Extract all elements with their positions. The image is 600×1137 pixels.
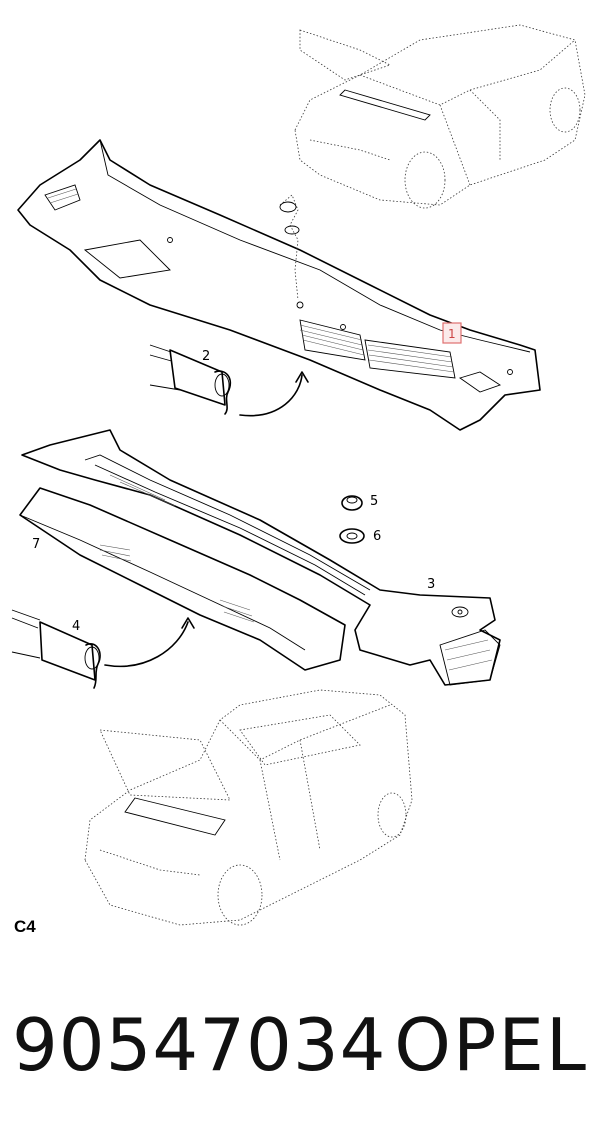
callout-7: 7 (32, 537, 40, 552)
callout-6: 6 (373, 529, 381, 544)
part-number: 90547034 (12, 1003, 387, 1087)
parts-diagram: 1 2 3 7 5 6 (11, 24, 586, 936)
section-label: C4 (14, 917, 36, 936)
footer: 90547034 OPEL (0, 990, 600, 1110)
nut-part-5 (341, 495, 363, 511)
car-hatchback-illustration (294, 24, 586, 209)
cowl-panel-part-1 (17, 139, 541, 431)
callout-3: 3 (427, 577, 435, 592)
callout-4: 4 (72, 619, 80, 634)
water-deflector-part-3 (21, 429, 501, 686)
cover-strip-part-7 (19, 487, 346, 671)
seal-strip-part-2 (149, 344, 309, 417)
callout-5: 5 (370, 494, 378, 509)
car-minivan-illustration (84, 689, 413, 926)
callout-1: 1 (448, 327, 456, 341)
washer-part-6 (339, 528, 365, 544)
seal-strip-part-4 (11, 609, 195, 689)
brand-name: OPEL (394, 1003, 588, 1087)
callout-1-box (442, 322, 462, 344)
callout-2: 2 (202, 349, 210, 364)
